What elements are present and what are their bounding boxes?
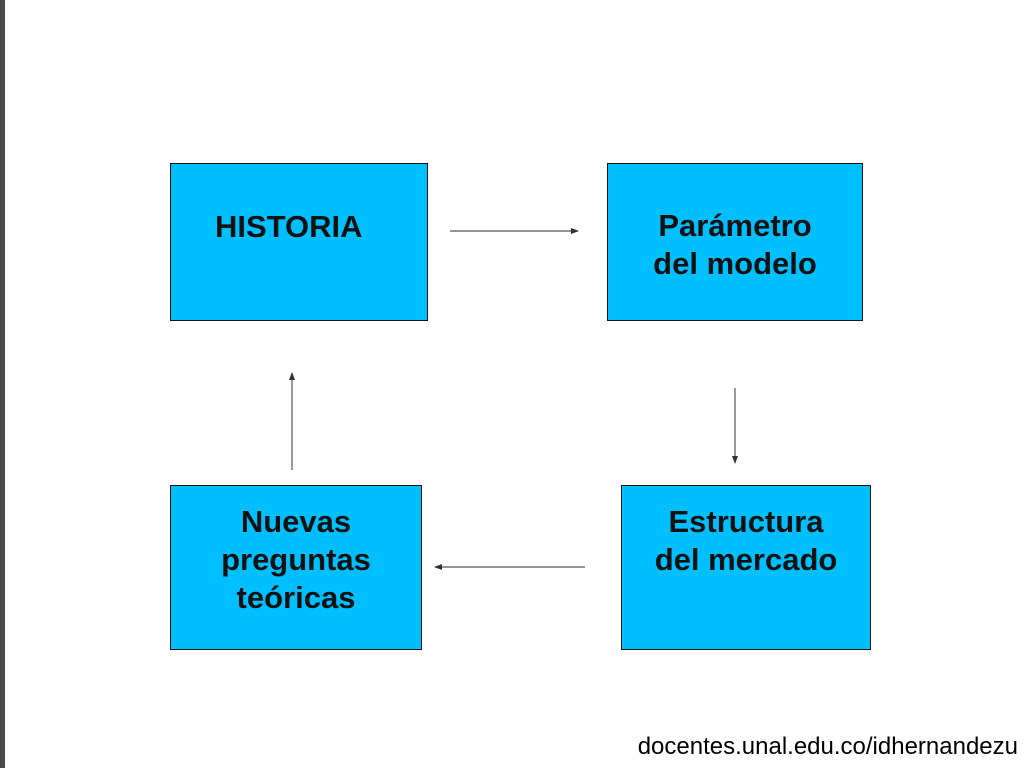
box-nuevas-preguntas-teoricas: Nuevas preguntas teóricas <box>170 485 422 650</box>
box-nuevas-line3: teóricas <box>236 580 356 615</box>
left-edge-bar <box>0 0 5 768</box>
box-nuevas-line2: preguntas <box>221 542 371 577</box>
box-parametro-line1: Parámetro <box>658 208 812 243</box>
box-estructura-line2: del mercado <box>654 542 838 577</box>
source-url: docentes.unal.edu.co/idhernandezu <box>637 733 1018 760</box>
box-historia-label: HISTORIA <box>215 209 363 244</box>
box-estructura-del-mercado: Estructura del mercado <box>621 485 871 650</box>
box-estructura-line1: Estructura <box>668 504 824 539</box>
box-historia: HISTORIA <box>170 163 428 321</box>
box-parametro-del-modelo: Parámetro del modelo <box>607 163 863 321</box>
box-nuevas-line1: Nuevas <box>240 504 352 539</box>
box-parametro-line2: del modelo <box>653 246 817 281</box>
